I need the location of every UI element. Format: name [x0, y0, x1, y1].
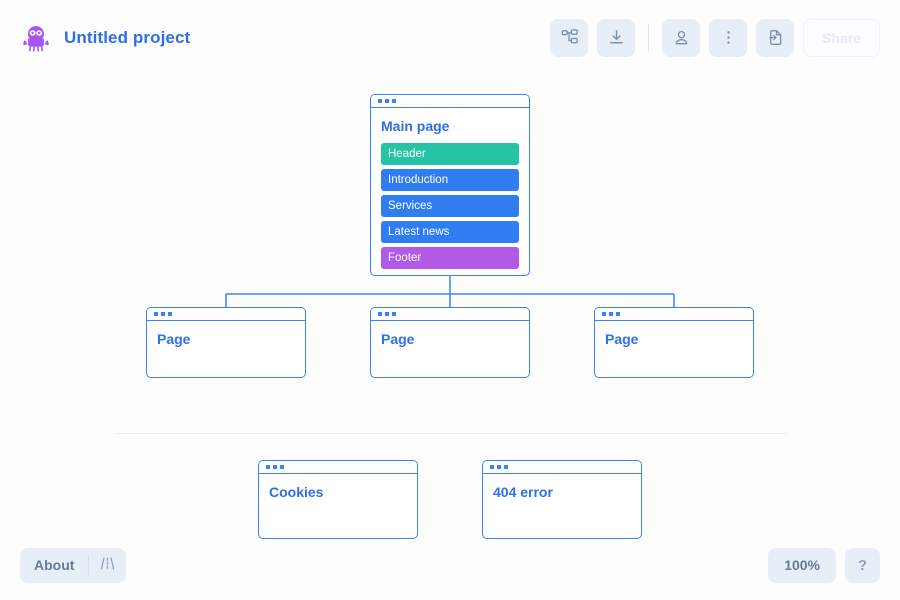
- view-controls: 100% ?: [768, 547, 880, 583]
- card-title[interactable]: Cookies: [269, 484, 324, 500]
- brand[interactable]: Untitled project: [20, 22, 190, 54]
- import-icon: [766, 28, 785, 47]
- card-main-page[interactable]: Main page Header Introduction Services L…: [370, 94, 530, 276]
- sitemap-icon: [560, 28, 579, 47]
- window-dot-icon: [609, 312, 613, 316]
- sitemap-canvas[interactable]: Main page Header Introduction Services L…: [0, 75, 900, 539]
- card-titlebar: [371, 308, 529, 321]
- window-dot-icon: [273, 465, 277, 469]
- window-dot-icon: [392, 312, 396, 316]
- card-title[interactable]: Page: [381, 331, 415, 347]
- section-block[interactable]: Header: [381, 143, 519, 165]
- octopus-logo: [20, 22, 52, 54]
- about-group: About: [20, 547, 127, 583]
- window-dot-icon: [490, 465, 494, 469]
- share-button[interactable]: Share: [803, 18, 880, 57]
- card-404-error[interactable]: 404 error: [482, 460, 642, 539]
- toolbar-actions: Share: [550, 18, 880, 57]
- window-dot-icon: [497, 465, 501, 469]
- window-dot-icon: [378, 312, 382, 316]
- section-block[interactable]: Footer: [381, 247, 519, 269]
- page-title[interactable]: Untitled project: [64, 27, 191, 47]
- card-title[interactable]: Main page: [381, 118, 450, 134]
- more-vertical-icon: [719, 28, 738, 47]
- card-title[interactable]: 404 error: [493, 484, 553, 500]
- user-icon: [672, 28, 691, 47]
- window-dot-icon: [616, 312, 620, 316]
- more-vertical-icon-button[interactable]: [709, 18, 748, 57]
- bottom-toolbar: About 100% ?: [0, 530, 900, 600]
- canvas-divider: [115, 433, 787, 434]
- card-cookies[interactable]: Cookies: [258, 460, 418, 539]
- user-icon-button[interactable]: [662, 18, 701, 57]
- toolbar-divider: [648, 23, 650, 52]
- window-dot-icon: [280, 465, 284, 469]
- window-dot-icon: [154, 312, 158, 316]
- download-icon-button[interactable]: [597, 18, 636, 57]
- window-dot-icon: [602, 312, 606, 316]
- card-titlebar: [483, 461, 641, 474]
- card-titlebar: [147, 308, 305, 321]
- card-page-1[interactable]: Page: [146, 307, 306, 378]
- roadmap-icon: [99, 555, 116, 575]
- section-block[interactable]: Latest news: [381, 221, 519, 243]
- section-block[interactable]: Introduction: [381, 169, 519, 191]
- connector-lines: [225, 276, 675, 307]
- card-title[interactable]: Page: [605, 331, 639, 347]
- sitemap-icon-button[interactable]: [550, 18, 589, 57]
- help-button[interactable]: ?: [845, 547, 880, 583]
- card-body: 404 error: [483, 474, 641, 511]
- card-body: Page: [147, 321, 305, 358]
- card-page-3[interactable]: Page: [594, 307, 754, 378]
- window-dot-icon: [266, 465, 270, 469]
- roadmap-button[interactable]: [89, 548, 126, 583]
- window-dot-icon: [385, 99, 389, 103]
- about-button[interactable]: About: [34, 557, 75, 573]
- window-dot-icon: [504, 465, 508, 469]
- card-body: Main page Header Introduction Services L…: [371, 108, 529, 275]
- download-icon: [607, 28, 626, 47]
- top-toolbar: Untitled project: [0, 0, 900, 75]
- window-dot-icon: [161, 312, 165, 316]
- window-dot-icon: [385, 312, 389, 316]
- card-body: Page: [371, 321, 529, 358]
- import-icon-button[interactable]: [756, 18, 795, 57]
- card-body: Cookies: [259, 474, 417, 511]
- about-separator: [88, 554, 90, 576]
- card-title[interactable]: Page: [157, 331, 191, 347]
- section-block[interactable]: Services: [381, 195, 519, 217]
- card-titlebar: [595, 308, 753, 321]
- card-body: Page: [595, 321, 753, 358]
- window-dot-icon: [392, 99, 396, 103]
- card-page-2[interactable]: Page: [370, 307, 530, 378]
- zoom-level-button[interactable]: 100%: [768, 547, 836, 583]
- card-titlebar: [371, 95, 529, 108]
- card-titlebar: [259, 461, 417, 474]
- window-dot-icon: [168, 312, 172, 316]
- section-list: Header Introduction Services Latest news…: [381, 143, 519, 269]
- window-dot-icon: [378, 99, 382, 103]
